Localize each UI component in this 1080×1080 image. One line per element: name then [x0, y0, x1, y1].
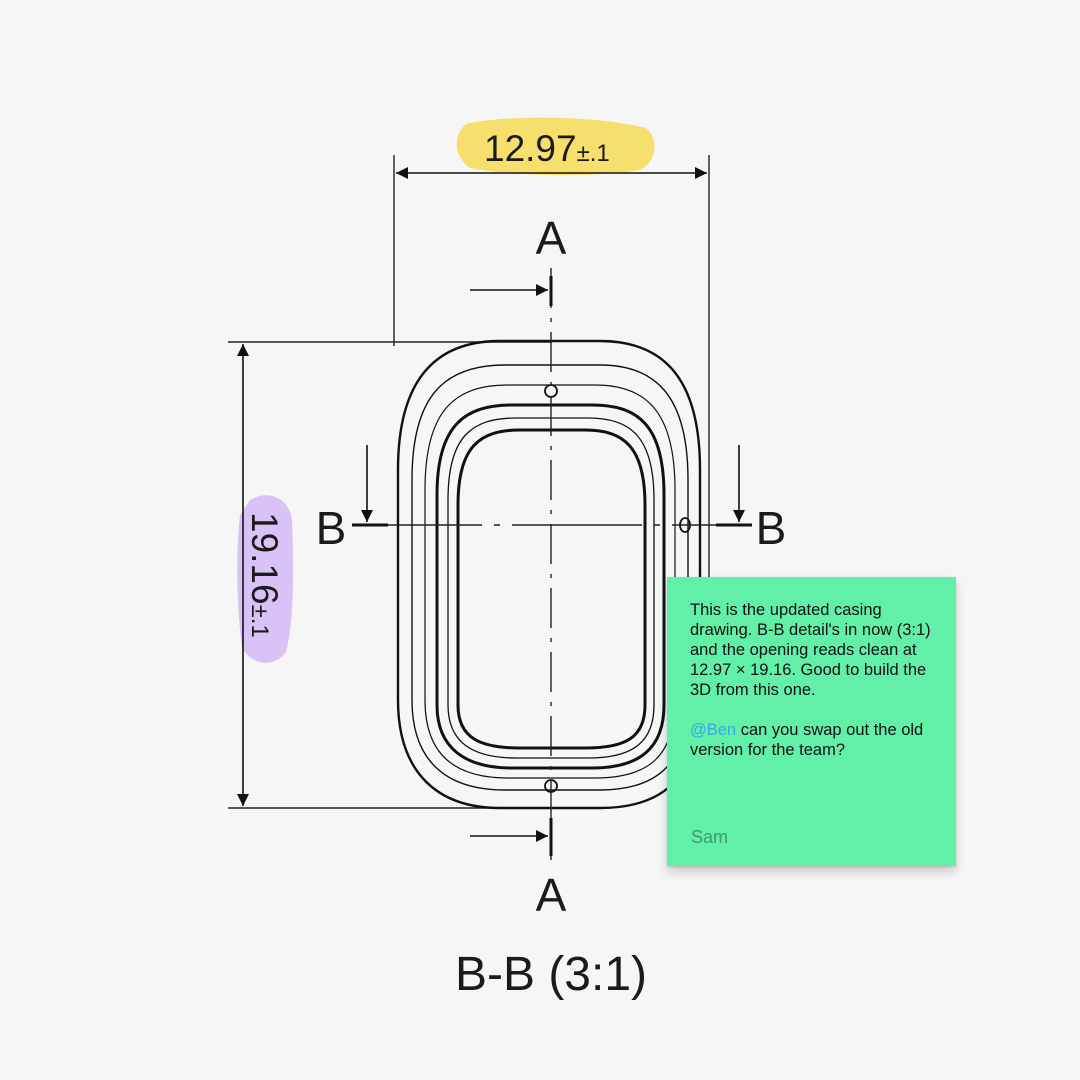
section-caption: B-B (3:1) — [455, 948, 647, 1001]
height-highlight — [237, 495, 294, 663]
user-mention[interactable]: @Ben — [690, 721, 737, 739]
centerlines — [352, 268, 752, 860]
sticky-note-paragraph-1: This is the updated casing drawing. B-B … — [690, 601, 931, 699]
height-dimension-label: 19.16±.1 — [244, 512, 285, 638]
section-b-right-marker: B — [716, 445, 786, 554]
sticky-note-paragraph-2-text: can you swap out the old version for the… — [690, 721, 924, 759]
width-dimension: 12.97±.1 — [393, 117, 710, 580]
section-a-top-marker: A — [470, 212, 567, 306]
sticky-note-paragraph-2: @Ben can you swap out the old version fo… — [690, 720, 932, 760]
section-b-left-marker: B — [316, 445, 388, 554]
section-b-right-label: B — [756, 502, 787, 554]
width-highlight — [456, 117, 655, 176]
section-a-bottom-marker: A — [470, 818, 567, 921]
section-b-left-label: B — [316, 502, 347, 554]
section-a-top-label: A — [536, 212, 567, 264]
casing-outline — [396, 339, 702, 810]
sticky-note[interactable]: This is the updated casing drawing. B-B … — [667, 577, 956, 866]
sticky-note-author: Sam — [691, 827, 729, 847]
section-a-bottom-label: A — [536, 869, 567, 921]
width-dimension-label: 12.97±.1 — [484, 128, 610, 169]
height-dimension: 19.16±.1 — [228, 341, 552, 809]
